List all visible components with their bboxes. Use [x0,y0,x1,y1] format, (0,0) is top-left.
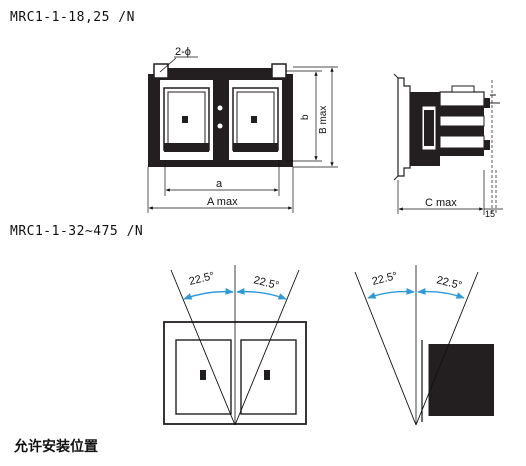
angle-label-right: 22.5° [252,274,280,292]
angle-label-right: 22.5° [435,274,463,292]
angle-label-left: 22.5° [371,270,399,288]
side-view-bottom: 22.5° 22.5° [354,265,494,426]
contact-square-right [264,370,270,380]
dim-a-max-label: A max [207,196,238,208]
dim-a-label: a [216,178,223,190]
angle-line-right [415,271,479,426]
front-view-top: 2-ϕ a A max b B max [147,46,338,213]
front-view-bottom: 22.5° 22.5° [163,265,307,426]
heading-mounting-positions: 允许安装位置 [14,439,98,455]
heading-mrc1-32-475: MRC1-1-32~475 /N [10,224,144,239]
side-view-top: C max 15 [393,73,503,219]
angle-arc-left [183,288,234,300]
contact-square-left [200,370,206,380]
mounting-tab-right [271,63,287,79]
heading-mrc1-18-25: MRC1-1-18,25 /N [10,10,135,25]
angle-label-left: 22.5° [188,270,216,288]
angle-arc-right [417,288,465,299]
dim-b-max-label: B max [318,106,329,134]
angle-arc-left [367,288,415,299]
dim-15-label: 15 [485,209,495,219]
angle-line-right [234,269,300,426]
contact-square-left [182,116,188,123]
angle-line-left [170,269,236,426]
contact-square-right [251,116,257,123]
angle-arc-right [236,288,287,300]
contactor-side-block [428,344,494,416]
dim-b-label: b [300,114,311,120]
hole-label: 2-ϕ [175,46,191,58]
angle-line-left [354,271,417,426]
dim-c-max-label: C max [425,197,457,209]
